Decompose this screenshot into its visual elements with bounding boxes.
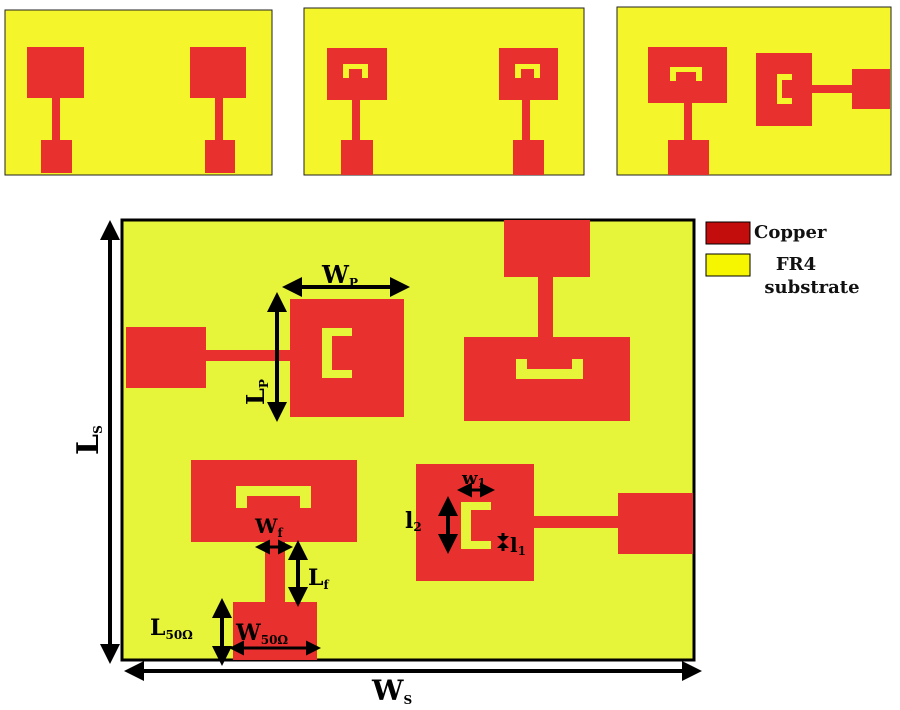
patch-top-left [126,299,404,417]
ws-label: WS [371,674,412,707]
thumbnail-3 [616,6,892,176]
l50-label: L50Ω [150,615,193,642]
w1-label: w1 [461,468,486,490]
wf-label: Wf [254,514,283,540]
legend-substrate-swatch [705,253,751,277]
wp-label: WP [321,260,358,290]
legend-copper-swatch [705,221,751,245]
legend: Copper FR4 substrate [705,221,860,298]
legend-substrate-label-1: FR4 [776,254,816,275]
patch-top-right [464,220,630,421]
fr4-substrate [120,218,696,662]
dimension-arrows [100,220,702,681]
thumbnail-2 [303,7,585,176]
l1-arrow-heads [497,536,509,548]
w50-label: W50Ω [235,620,288,647]
l1-label: l1 [510,533,526,558]
ls-label: LS [71,425,106,455]
lf-label: Lf [308,565,329,592]
l2-label: l2 [405,508,422,534]
thumbnail-1 [4,9,273,176]
lp-label: LP [241,379,271,405]
main-board: WP LP LS WS Wf Lf L50Ω W50Ω w1 l1 l2 [71,218,702,707]
legend-copper-label: Copper [754,222,827,243]
dimension-labels: WP LP LS WS Wf Lf L50Ω W50Ω w1 l1 l2 [71,260,526,707]
legend-substrate-label-2: substrate [764,277,859,298]
